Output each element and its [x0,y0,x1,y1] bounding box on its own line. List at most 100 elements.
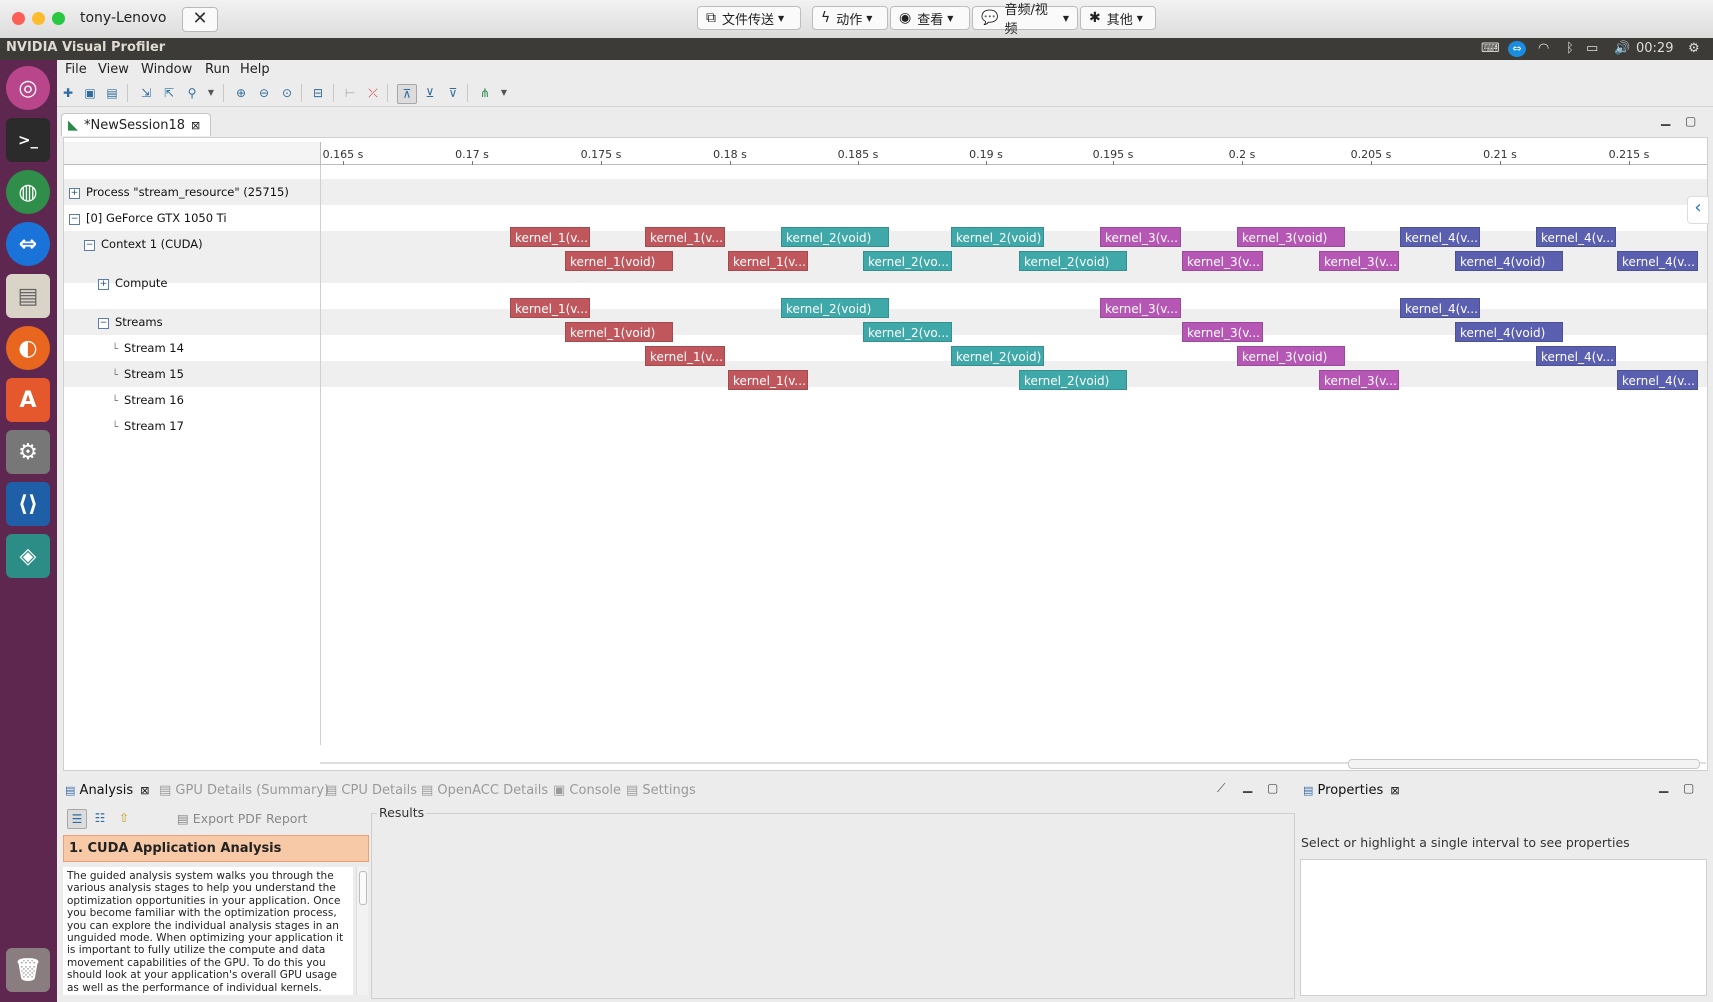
kernel-bar[interactable]: kernel_3(void) [1237,346,1345,366]
chevron-down-icon[interactable]: ▼ [500,88,508,97]
terminal-icon[interactable]: >_ [6,118,50,162]
kernel-bar[interactable]: kernel_3(v... [1319,370,1399,390]
kernel-bar[interactable]: kernel_2(vo... [863,322,952,342]
minimize-window-button[interactable] [32,12,45,25]
battery-icon[interactable]: ▭ [1586,41,1599,56]
tab-openacc-details[interactable]: ▤ OpenACC Details [421,783,549,798]
minimize-icon[interactable]: ▁ [1243,779,1253,793]
kernel-bar[interactable]: kernel_1(v... [510,227,590,247]
expand-icon[interactable]: + [69,188,80,199]
kernel-bar[interactable]: kernel_3(v... [1100,227,1181,247]
tree-item[interactable]: └Stream 14 [112,341,184,355]
kernel-bar[interactable]: kernel_2(void) [781,298,889,318]
zoom-window-button[interactable] [52,12,65,25]
kernel-bar[interactable]: kernel_4(v... [1400,298,1480,318]
kernel-bar[interactable]: kernel_2(void) [1019,370,1127,390]
minimize-icon[interactable]: ▁ [1659,779,1669,793]
other-button[interactable]: ✱ 其他 ▼ [1080,6,1156,30]
zoom-in-icon[interactable]: ⊕ [235,86,247,100]
guided-analysis-icon[interactable]: ☰ [67,809,87,829]
kernel-bar[interactable]: kernel_2(void) [1019,251,1127,271]
kernel-bar[interactable]: kernel_3(v... [1182,322,1263,342]
maximize-icon[interactable]: ▢ [1683,781,1695,795]
new-session-icon[interactable]: ✚ [62,86,74,100]
vertical-scrollbar[interactable] [356,867,368,995]
tree-item[interactable]: −Context 1 (CUDA) [84,237,203,251]
collapse-icon[interactable]: − [98,318,109,329]
dependency-icon[interactable]: ⊻ [425,86,435,100]
maximize-icon[interactable]: ▢ [1685,114,1697,128]
zoom-out-icon[interactable]: ⊖ [258,86,270,100]
unguided-analysis-icon[interactable]: ☷ [94,811,106,825]
collapse-icon[interactable]: ⊟ [312,86,324,100]
filter-icon[interactable]: ⊢ [344,86,356,100]
menu-view[interactable]: View [98,62,129,77]
save-all-icon[interactable]: ▤ [106,86,118,100]
import-icon[interactable]: ⇲ [140,86,152,100]
analysis-icon[interactable]: ⋔ [479,86,491,100]
maximize-icon[interactable]: ▢ [1267,781,1279,795]
menu-help[interactable]: Help [240,62,270,77]
tab-settings[interactable]: ▤ Settings [626,783,696,798]
menu-window[interactable]: Window [141,62,193,77]
system-settings-icon[interactable]: ⚙ [6,430,50,474]
run-config-icon[interactable]: ⚲ [187,86,197,100]
vscode-icon[interactable]: ⟨⟩ [6,482,50,526]
kernel-bar[interactable]: kernel_2(void) [951,227,1044,247]
view-button[interactable]: ◉ 查看 ▼ [890,6,970,30]
close-icon[interactable]: ⊠ [1390,784,1400,797]
trash-icon[interactable]: 🗑 [6,948,50,992]
tree-item[interactable]: └Stream 16 [112,393,184,407]
kernel-bar[interactable]: kernel_4(void) [1455,322,1563,342]
tree-item[interactable]: └Stream 17 [112,419,184,433]
bluetooth-icon[interactable]: ᛒ [1566,41,1574,56]
kernel-bar[interactable]: kernel_3(v... [1319,251,1399,271]
kernel-bar[interactable]: kernel_4(v... [1536,227,1616,247]
analysis-section-title[interactable]: 1. CUDA Application Analysis [63,835,369,862]
software-center-icon[interactable]: A [6,378,50,422]
keyboard-icon[interactable]: ⌨ [1481,41,1500,56]
chevron-down-icon[interactable]: ▼ [207,88,215,97]
kernel-bar[interactable]: kernel_4(v... [1536,346,1616,366]
kernel-bar[interactable]: kernel_4(v... [1400,227,1480,247]
export-icon[interactable]: ⇱ [163,86,175,100]
settings-gear-icon[interactable]: ⚙ [1688,41,1700,56]
file-manager-icon[interactable]: ▤ [6,274,50,318]
tab-console[interactable]: ▣ Console [553,783,622,798]
kernel-bar[interactable]: kernel_3(void) [1237,227,1345,247]
side-panel-toggle-icon[interactable]: ‹ [1687,196,1709,224]
teamviewer-icon[interactable]: ⇔ [1508,41,1526,57]
tab-analysis[interactable]: ▤ Analysis ⊠ [65,783,149,798]
nvvp-icon[interactable]: ◈ [6,534,50,578]
clock[interactable]: 00:29 [1636,41,1674,56]
kernel-bar[interactable]: kernel_3(v... [1182,251,1263,271]
ubuntu-dash-icon[interactable]: ◎ [6,66,50,110]
tree-item[interactable]: −Streams [98,315,163,329]
clear-filter-icon[interactable]: ⤫ [368,86,378,100]
kernel-bar[interactable]: kernel_1(void) [565,322,673,342]
timeline-mode-icon[interactable]: ⊼ [397,84,417,104]
tab-session[interactable]: ◣ *NewSession18 ⊠ [61,113,212,136]
volume-icon[interactable]: 🔊 [1614,41,1631,56]
pin-icon[interactable]: ⟋ [1217,781,1226,795]
globe-icon[interactable]: ◍ [6,170,50,214]
menu-file[interactable]: File [65,62,87,77]
kernel-bar[interactable]: kernel_3(v... [1100,298,1181,318]
minimize-icon[interactable]: ▁ [1661,112,1671,126]
menu-run[interactable]: Run [205,62,230,77]
expand-icon[interactable]: + [98,279,109,290]
kernel-bar[interactable]: kernel_2(void) [781,227,889,247]
firefox-icon[interactable]: ◐ [6,326,50,370]
tree-item[interactable]: +Process "stream_resource" (25715) [69,185,289,199]
kernel-bar[interactable]: kernel_1(v... [645,227,725,247]
close-window-button[interactable] [12,12,25,25]
tree-item[interactable]: └Stream 15 [112,367,184,381]
kernel-bar[interactable]: kernel_1(v... [645,346,725,366]
close-icon[interactable]: ⊠ [191,118,201,132]
collapse-icon[interactable]: − [84,240,95,251]
critical-path-icon[interactable]: ⊽ [448,86,458,100]
close-connection-button[interactable]: ✕ [182,7,218,32]
tree-item[interactable]: −[0] GeForce GTX 1050 Ti [69,211,227,225]
kernel-bar[interactable]: kernel_4(v... [1617,370,1698,390]
kernel-bar[interactable]: kernel_4(v... [1617,251,1698,271]
